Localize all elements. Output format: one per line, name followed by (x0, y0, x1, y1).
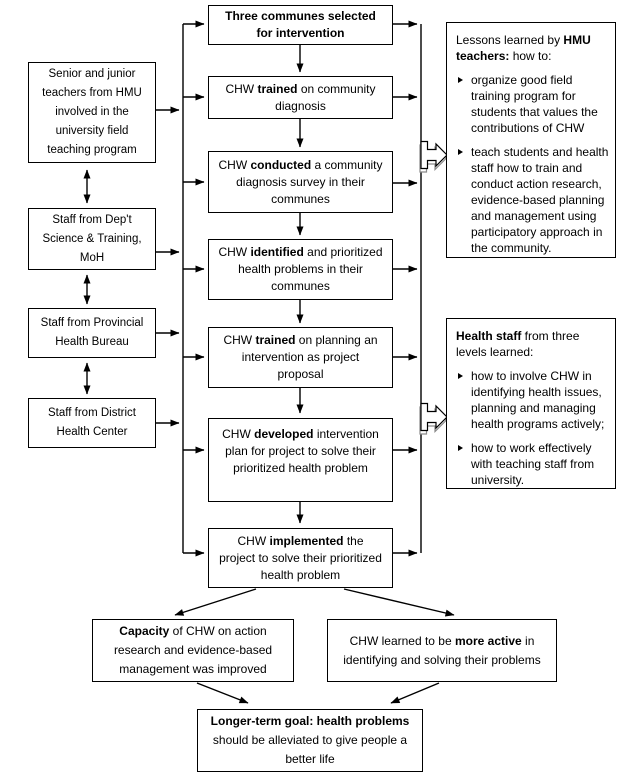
lessons-bullet-list: organize good field training program for… (456, 72, 610, 256)
lessons-heading: Health staff from three levels learned: (456, 329, 580, 359)
bullet-item: how to involve CHW in identifying health… (456, 368, 610, 432)
block-arrow-icon (419, 402, 448, 435)
step-text: CHW conducted a community diagnosis surv… (218, 157, 383, 206)
bullet-text: how to work effectively with teaching st… (471, 441, 595, 487)
step-text: CHW trained on community diagnosis (225, 81, 376, 113)
step-to-trunk-arrows (393, 20, 418, 557)
left-box-hmu-teachers: Senior and junior teachers from HMU invo… (28, 62, 156, 163)
outcome-text: Capacity of CHW on action research and e… (113, 624, 273, 676)
bullet-item: organize good field training program for… (456, 72, 610, 136)
outcome-box-more-active: CHW learned to be more active in identif… (327, 619, 557, 682)
outcome-text: CHW learned to be more active in identif… (343, 633, 541, 667)
step-text: CHW identified and prioritized health pr… (218, 245, 383, 293)
left-box-label: Staff from Dep't Science & Training, MoH (42, 213, 142, 264)
bullet-item: how to work effectively with teaching st… (456, 440, 610, 488)
trunk-to-step-arrows (183, 20, 205, 557)
left-box-district-health-center: Staff from District Health Center (28, 398, 156, 448)
goal-box: Longer-term goal: health problems should… (197, 709, 423, 772)
step-box-chw-implemented-project: CHW implemented the project to solve the… (208, 528, 393, 588)
left-box-label: Senior and junior teachers from HMU invo… (42, 68, 142, 156)
outcome-box-capacity: Capacity of CHW on action research and e… (92, 619, 294, 682)
lessons-heading: Lessons learned by HMU teachers: how to: (456, 33, 591, 63)
bullet-arrow-icon (458, 372, 463, 379)
step-box-chw-trained-planning: CHW trained on planning an intervention … (208, 327, 393, 388)
lessons-box-hmu-teachers: Lessons learned by HMU teachers: how to:… (446, 22, 616, 258)
bullet-arrow-icon (458, 148, 463, 155)
bullet-text: teach students and health staff how to t… (471, 145, 609, 255)
left-box-label: Staff from District Health Center (48, 407, 136, 438)
goal-text: Longer-term goal: health problems should… (210, 714, 410, 766)
step-text: CHW trained on planning an intervention … (223, 333, 378, 381)
step-text: Three communes selected for intervention (225, 9, 376, 40)
step-box-chw-developed-plan: CHW developed intervention plan for proj… (208, 418, 393, 502)
left-box-provincial-health-bureau: Staff from Provincial Health Bureau (28, 308, 156, 358)
step-text: CHW developed intervention plan for proj… (222, 427, 379, 475)
outcome-arrows (174, 588, 455, 704)
bullet-text: how to involve CHW in identifying health… (471, 369, 605, 431)
block-arrow-icon (419, 140, 448, 173)
step-box-chw-conducted-survey: CHW conducted a community diagnosis surv… (208, 151, 393, 213)
bullet-arrow-icon (458, 444, 463, 451)
left-input-arrows (156, 106, 180, 427)
left-box-moh-staff: Staff from Dep't Science & Training, MoH (28, 208, 156, 270)
left-box-label: Staff from Provincial Health Bureau (40, 317, 144, 348)
step-box-chw-trained-diagnosis: CHW trained on community diagnosis (208, 76, 393, 119)
step-box-chw-identified-problems: CHW identified and prioritized health pr… (208, 239, 393, 300)
bullet-arrow-icon (458, 76, 463, 83)
lessons-box-health-staff: Health staff from three levels learned: … (446, 318, 616, 489)
bullet-text: organize good field training program for… (471, 73, 598, 135)
bullet-item: teach students and health staff how to t… (456, 144, 610, 256)
step-box-communes-selected: Three communes selected for intervention (208, 5, 393, 45)
lessons-bullet-list: how to involve CHW in identifying health… (456, 368, 610, 488)
step-text: CHW implemented the project to solve the… (219, 533, 382, 582)
